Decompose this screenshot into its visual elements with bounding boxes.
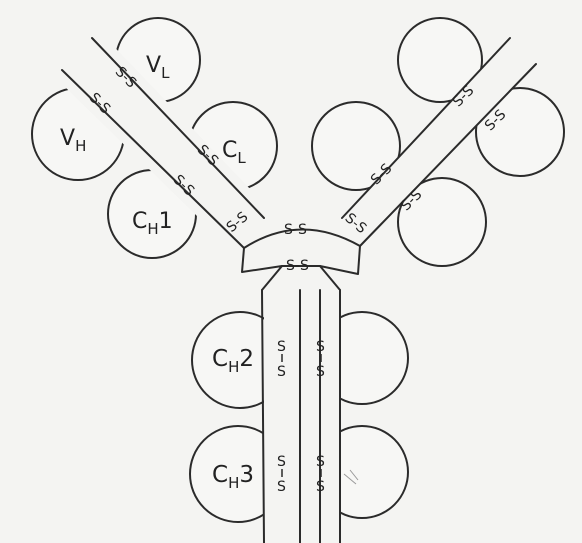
ss-ch2-right: S S <box>316 339 325 380</box>
pencil-mark <box>343 469 359 485</box>
light-chain-right <box>341 37 511 219</box>
svg-text:S: S <box>277 454 286 470</box>
heavy-chain-right-arm <box>359 63 537 247</box>
light-chain-left <box>91 37 265 219</box>
ss-hinge-2: S-S <box>286 258 309 274</box>
svg-text:S: S <box>316 479 325 495</box>
hinge-left <box>241 247 283 291</box>
ch2-label: CH2 <box>212 346 254 376</box>
vh-label: VH <box>60 126 86 155</box>
hinge-right <box>319 245 361 291</box>
svg-text:S: S <box>316 339 325 355</box>
vl-label: VL <box>146 53 170 82</box>
svg-text:S: S <box>277 364 286 380</box>
fc-heavy-chain-left-outer <box>261 289 265 543</box>
ss-ch3-right: S S <box>316 454 325 495</box>
ss-ch2-left: S S <box>277 339 286 380</box>
svg-text:S: S <box>316 454 325 470</box>
cl-label: CL <box>222 138 246 167</box>
ch3-label: CH3 <box>212 462 254 492</box>
cl-domain-right <box>311 101 401 191</box>
ss-ch3-left: S S <box>277 454 286 495</box>
svg-text:S: S <box>316 364 325 380</box>
heavy-chain-left-arm <box>61 69 245 249</box>
svg-text:S: S <box>277 479 286 495</box>
ss-hinge-1: S-S <box>284 222 307 238</box>
svg-text:S: S <box>277 339 286 355</box>
hinge-top <box>243 228 361 249</box>
vl-domain-right <box>397 17 483 103</box>
ch1-domain-right <box>397 177 487 267</box>
ch1-label: CH1 <box>132 209 173 238</box>
vh-domain-right <box>475 87 565 177</box>
